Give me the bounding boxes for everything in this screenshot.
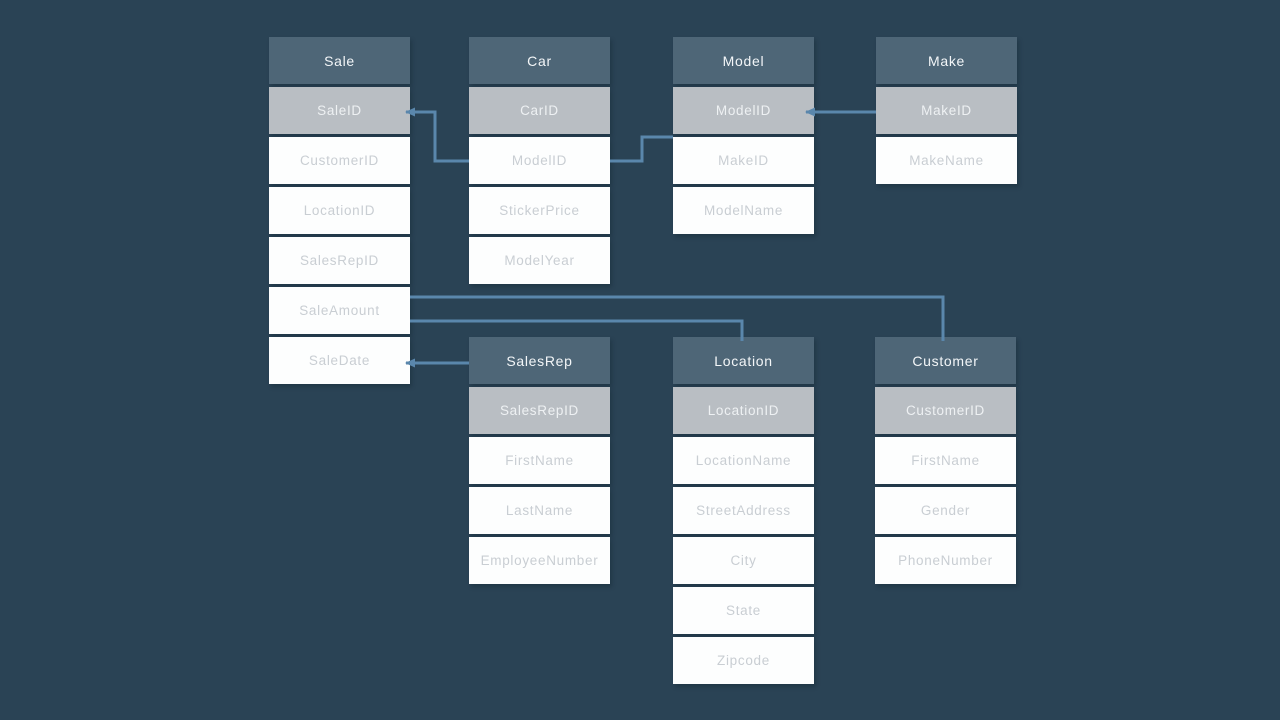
field-customer-phonenumber: PhoneNumber xyxy=(875,537,1016,584)
field-car-modelid: ModelID xyxy=(469,137,610,184)
field-make-makeid: MakeID xyxy=(876,87,1017,134)
field-location-locationname: LocationName xyxy=(673,437,814,484)
field-salesrep-salesrepid: SalesRepID xyxy=(469,387,610,434)
table-title-salesrep: SalesRep xyxy=(469,337,610,384)
field-model-modelname: ModelName xyxy=(673,187,814,234)
field-salesrep-lastname: LastName xyxy=(469,487,610,534)
field-customer-gender: Gender xyxy=(875,487,1016,534)
field-location-city: City xyxy=(673,537,814,584)
field-location-streetaddress: StreetAddress xyxy=(673,487,814,534)
field-make-makename: MakeName xyxy=(876,137,1017,184)
field-model-modelid: ModelID xyxy=(673,87,814,134)
field-location-state: State xyxy=(673,587,814,634)
table-title-sale: Sale xyxy=(269,37,410,84)
field-car-stickerprice: StickerPrice xyxy=(469,187,610,234)
table-title-customer: Customer xyxy=(875,337,1016,384)
table-title-location: Location xyxy=(673,337,814,384)
field-car-modelyear: ModelYear xyxy=(469,237,610,284)
table-title-car: Car xyxy=(469,37,610,84)
field-sale-saleamount: SaleAmount xyxy=(269,287,410,334)
field-salesrep-firstname: FirstName xyxy=(469,437,610,484)
field-model-makeid: MakeID xyxy=(673,137,814,184)
field-car-carid: CarID xyxy=(469,87,610,134)
field-customer-firstname: FirstName xyxy=(875,437,1016,484)
field-location-zipcode: Zipcode xyxy=(673,637,814,684)
field-salesrep-employeenumber: EmployeeNumber xyxy=(469,537,610,584)
field-customer-customerid: CustomerID xyxy=(875,387,1016,434)
table-title-make: Make xyxy=(876,37,1017,84)
field-sale-saleid: SaleID xyxy=(269,87,410,134)
table-title-model: Model xyxy=(673,37,814,84)
field-sale-customerid: CustomerID xyxy=(269,137,410,184)
field-sale-locationid: LocationID xyxy=(269,187,410,234)
field-sale-saledate: SaleDate xyxy=(269,337,410,384)
field-location-locationid: LocationID xyxy=(673,387,814,434)
field-sale-salesrepid: SalesRepID xyxy=(269,237,410,284)
